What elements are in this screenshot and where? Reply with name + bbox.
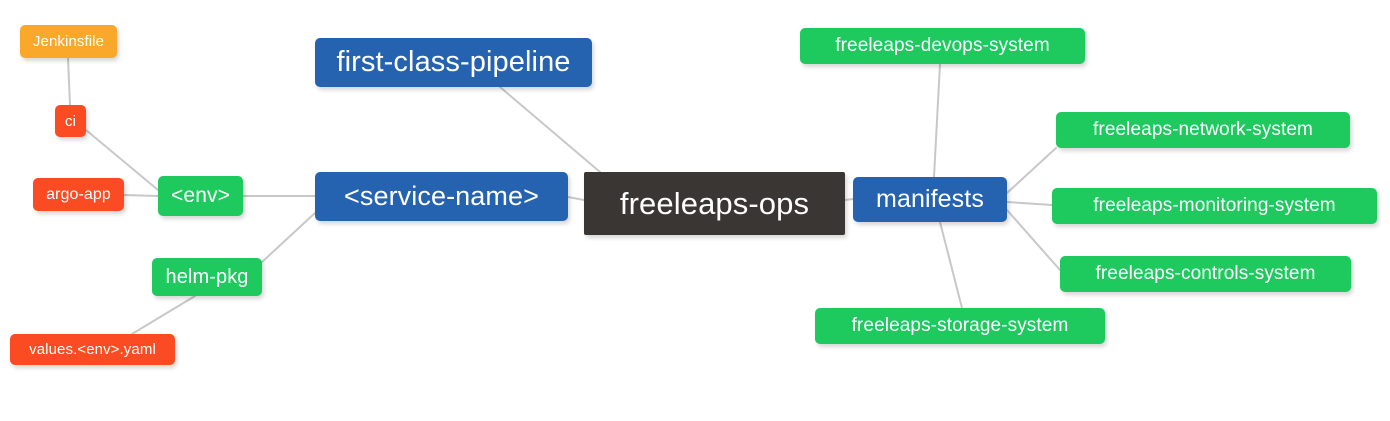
node-freeleaps-devops-system[interactable]: freeleaps-devops-system: [800, 28, 1085, 64]
node-label: values.<env>.yaml: [29, 341, 156, 358]
node-freeleaps-monitoring-system[interactable]: freeleaps-monitoring-system: [1052, 188, 1377, 224]
node-jenkinsfile[interactable]: Jenkinsfile: [20, 25, 117, 58]
edge-ci-to-env: [85, 129, 159, 191]
node-label: <service-name>: [344, 181, 539, 211]
edge-manifests-to-freeleaps-devops-system: [933, 63, 941, 178]
node-label: freeleaps-controls-system: [1095, 263, 1316, 284]
node-first-class-pipeline[interactable]: first-class-pipeline: [315, 38, 592, 87]
node-manifests[interactable]: manifests: [853, 177, 1007, 222]
edge-argo-app-to-env: [123, 194, 159, 197]
node-label: ci: [64, 112, 77, 130]
node-label: freeleaps-storage-system: [851, 315, 1069, 336]
node-values-yaml[interactable]: values.<env>.yaml: [10, 334, 175, 365]
node-argo-app[interactable]: argo-app: [33, 178, 124, 211]
node-freeleaps-ops[interactable]: freeleaps-ops: [584, 172, 845, 235]
edge-helm-pkg-to-values-yaml: [131, 295, 196, 335]
node-freeleaps-storage-system[interactable]: freeleaps-storage-system: [815, 308, 1105, 344]
node-label: Jenkinsfile: [32, 33, 105, 50]
edge-service-name-to-helm-pkg: [261, 212, 316, 263]
node-service-name[interactable]: <service-name>: [315, 172, 568, 221]
edge-manifests-to-freeleaps-storage-system: [939, 221, 963, 309]
edge-jenkinsfile-to-ci: [67, 57, 71, 106]
edge-manifests-to-freeleaps-monitoring-system: [1006, 201, 1053, 206]
node-helm-pkg[interactable]: helm-pkg: [152, 258, 262, 296]
node-ci[interactable]: ci: [55, 105, 86, 137]
node-label: argo-app: [46, 185, 111, 203]
node-label: freeleaps-network-system: [1093, 119, 1313, 140]
node-label: first-class-pipeline: [336, 46, 571, 78]
node-label: freeleaps-monitoring-system: [1093, 195, 1336, 216]
node-label: <env>: [171, 184, 230, 207]
node-freeleaps-network-system[interactable]: freeleaps-network-system: [1056, 112, 1350, 148]
edge-first-class-pipeline-to-freeleaps-ops: [499, 86, 601, 173]
edge-manifests-to-freeleaps-controls-system: [1006, 209, 1061, 271]
node-freeleaps-controls-system[interactable]: freeleaps-controls-system: [1060, 256, 1351, 292]
node-label: freeleaps-ops: [619, 185, 810, 221]
node-env[interactable]: <env>: [158, 176, 243, 216]
node-label: helm-pkg: [165, 265, 249, 288]
node-label: freeleaps-devops-system: [835, 35, 1050, 56]
node-label: manifests: [876, 185, 984, 213]
edge-manifests-to-freeleaps-network-system: [1006, 147, 1057, 194]
edge-service-name-to-freeleaps-ops: [567, 196, 585, 201]
edge-freeleaps-ops-to-manifests: [844, 198, 854, 201]
